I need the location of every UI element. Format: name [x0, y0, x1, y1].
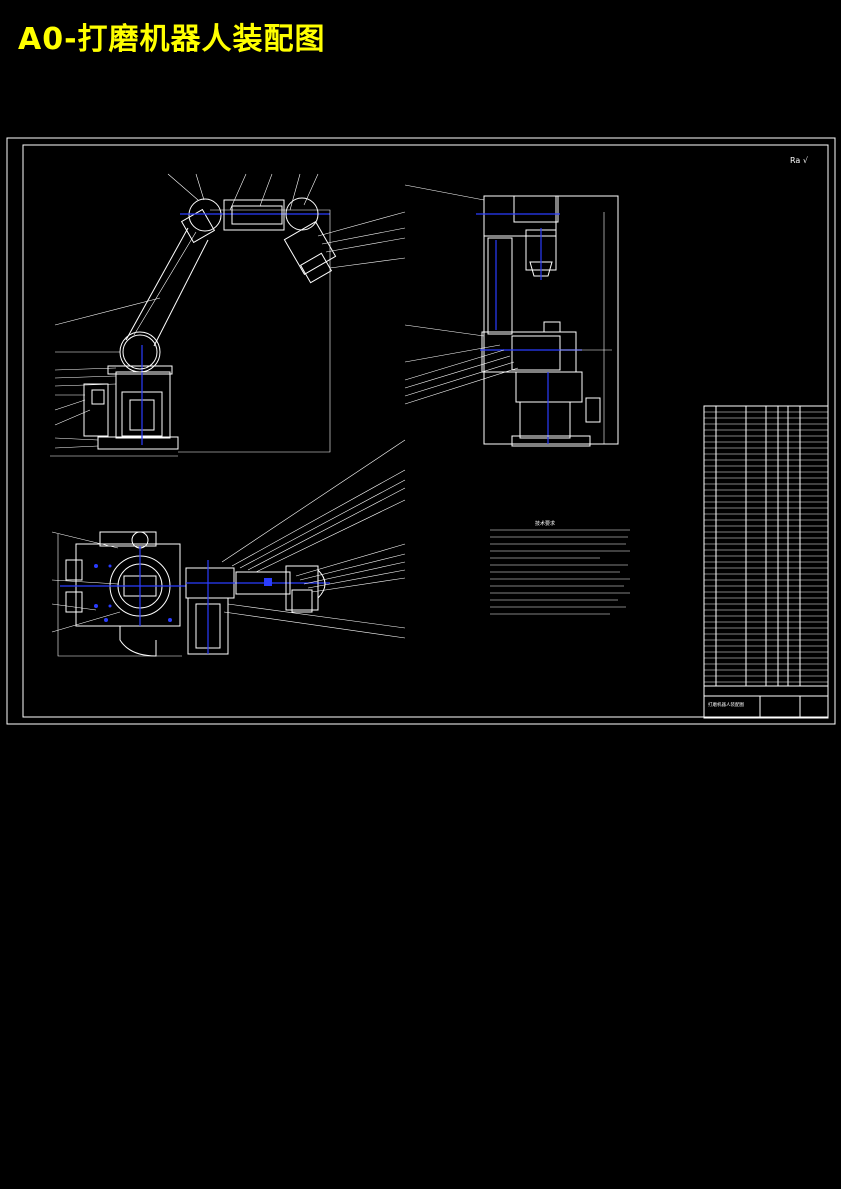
- front-view: [50, 173, 406, 457]
- outer-frame: [6, 137, 836, 725]
- drawing-title: A0-打磨机器人装配图: [18, 22, 326, 57]
- surface-finish-mark: Ra √: [790, 156, 809, 165]
- side-view: [404, 184, 619, 447]
- notes-heading: 技术要求: [535, 520, 555, 527]
- title-block-name: 打磨机器人装配图: [708, 701, 744, 708]
- parts-list-rows: [704, 411, 828, 683]
- inner-frame: [22, 144, 829, 718]
- technical-notes: 技术要求: [490, 520, 630, 615]
- parts-list-table: 打磨机器人装配图: [703, 405, 829, 719]
- top-view: [51, 439, 406, 657]
